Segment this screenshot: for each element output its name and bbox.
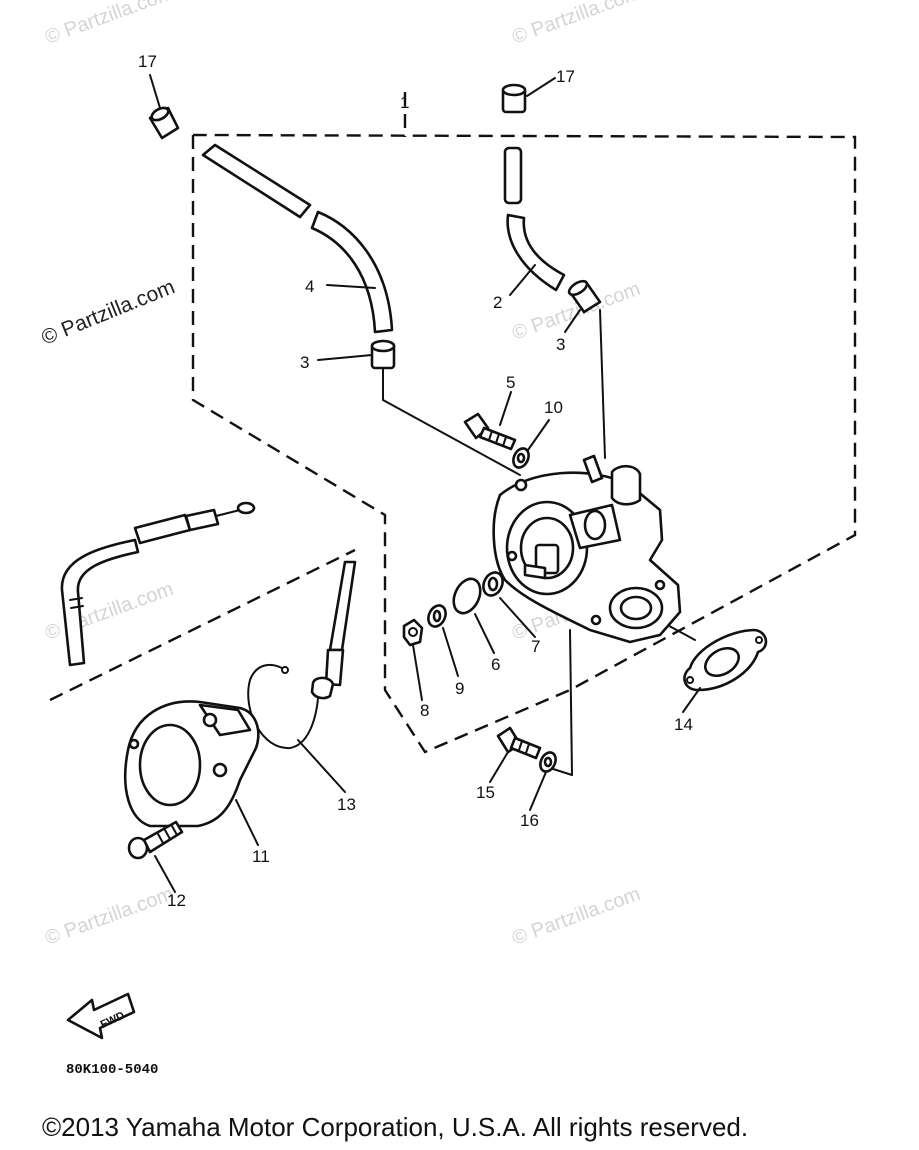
collar-17-right [501, 83, 527, 114]
washer-7 [482, 571, 504, 597]
gasket-14 [683, 628, 768, 692]
diagram-code: 80K100-5040 [66, 1062, 158, 1078]
callout-1: 1 [400, 93, 409, 112]
callout-12: 12 [167, 891, 186, 910]
watermark: © Partzilla.com [509, 0, 643, 49]
callout-11: 11 [252, 847, 270, 866]
callout-13: 13 [337, 795, 356, 814]
collar-3-left [370, 339, 396, 370]
callout-17-left: 17 [138, 52, 157, 71]
hose-4 [201, 143, 394, 334]
cable-1 [60, 501, 256, 667]
watermark: © Partzilla.com [42, 0, 176, 49]
callout-6: 6 [491, 655, 500, 674]
plate-6 [452, 577, 482, 615]
bolt-15 [496, 726, 542, 760]
callout-16: 16 [520, 811, 539, 830]
fwd-arrow-icon: FWD [66, 992, 136, 1040]
copyright-notice: ©2013 Yamaha Motor Corporation, U.S.A. A… [42, 1112, 749, 1142]
bolt-12 [127, 820, 184, 860]
callout-15: 15 [476, 783, 495, 802]
washer-16 [539, 751, 557, 773]
hose-2 [503, 146, 566, 292]
watermark-dark: © Partzilla.com [38, 275, 178, 349]
bolt-5 [463, 412, 517, 451]
callout-3-left: 3 [300, 353, 309, 372]
callout-7: 7 [531, 637, 540, 656]
callout-3-right: 3 [556, 335, 565, 354]
callout-8: 8 [420, 701, 429, 720]
assembly-outline [49, 92, 857, 754]
watermark: © Partzilla.com [42, 883, 176, 950]
washer-9 [427, 604, 447, 628]
oil-pump-body [492, 454, 682, 644]
callout-17-right: 17 [556, 67, 575, 86]
leader-lines [382, 309, 696, 776]
callout-9: 9 [455, 679, 464, 698]
callout-4: 4 [305, 277, 314, 296]
callout-2: 2 [493, 293, 502, 312]
callout-5: 5 [506, 373, 515, 392]
callout-10: 10 [544, 398, 563, 417]
callout-numbers: 17 17 1 4 3 2 3 5 10 7 6 9 8 14 15 16 13… [138, 52, 693, 910]
nut-8 [402, 618, 424, 647]
cable-13 [247, 560, 357, 750]
collar-17-left [148, 106, 180, 140]
washer-10 [512, 447, 530, 469]
callout-14: 14 [674, 715, 693, 734]
cover-11 [123, 700, 260, 828]
watermark: © Partzilla.com [509, 883, 643, 950]
callout-lines [149, 74, 701, 893]
collar-3-right [567, 279, 602, 314]
